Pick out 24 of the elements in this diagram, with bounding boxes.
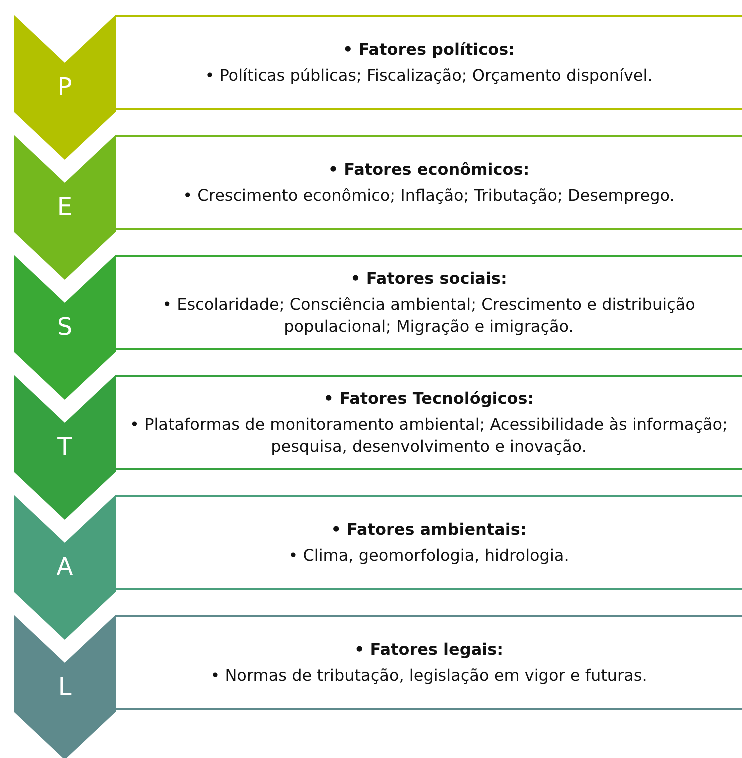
panel-heading: • Fatores ambientais:: [331, 518, 527, 540]
panel-text: • Plataformas de monitoramento ambiental; Acessibilidade às informação; pesquisa, desenvolvimento e inovação.: [129, 414, 729, 458]
chevron-letter: P: [56, 73, 74, 101]
text-panel: [116, 615, 742, 710]
chevron-letter: A: [56, 553, 74, 581]
text-panel: [116, 495, 742, 590]
chevron-letter: L: [57, 673, 73, 701]
chevron-letter: E: [56, 193, 74, 221]
panel-text: • Crescimento econômico; Inflação; Tributação; Desemprego.: [183, 184, 675, 206]
panel-heading: • Fatores econômicos:: [328, 158, 530, 180]
text-panel: [116, 375, 742, 470]
text-panel: [116, 255, 742, 350]
panel-text: • Políticas públicas; Fiscalização; Orçamento disponível.: [205, 64, 653, 86]
panel-heading: • Fatores Tecnológicos:: [324, 388, 534, 410]
panel-text: • Clima, geomorfologia, hidrologia.: [288, 544, 570, 566]
panel-heading: • Fatores legais:: [354, 638, 504, 660]
panel-text: • Escolaridade; Consciência ambiental; Crescimento e distribuição populacional; Migração e imigração.: [162, 294, 696, 338]
panel-heading: • Fatores políticos:: [342, 38, 515, 60]
chevron-letter: T: [56, 433, 74, 461]
chevron-letter: S: [56, 313, 74, 341]
panel-text: • Normas de tributação, legislação em vigor e futuras.: [210, 664, 648, 686]
text-panel: [116, 135, 742, 230]
text-panel: [116, 15, 742, 110]
panel-heading: • Fatores sociais:: [350, 268, 508, 290]
